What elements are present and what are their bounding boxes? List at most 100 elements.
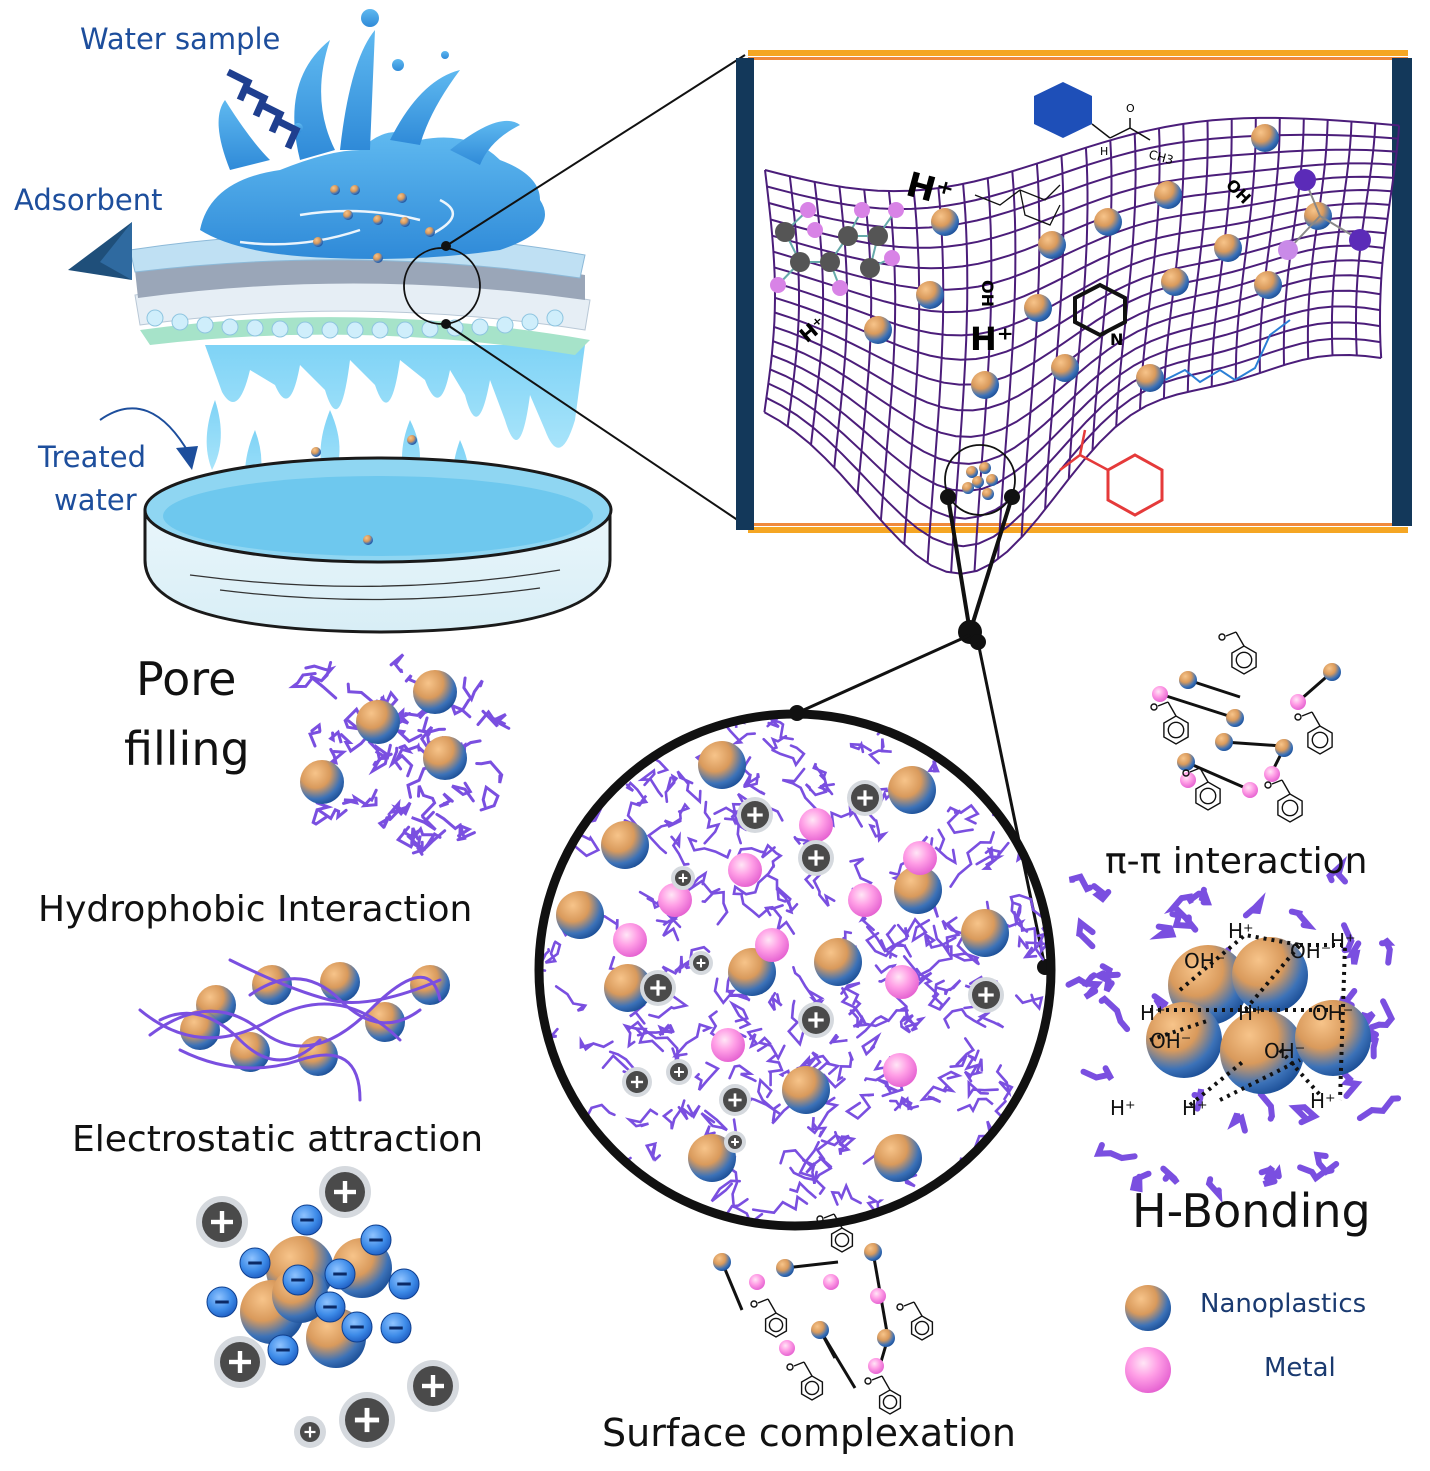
nanoplastic-particle xyxy=(874,1134,922,1182)
nanoplastic-particle xyxy=(320,962,360,1002)
nanoplastic-particle xyxy=(397,193,407,203)
nanoplastic-particle xyxy=(1038,231,1066,259)
nanoplastic-particle xyxy=(413,670,457,714)
label-surface-complexation: Surface complexation xyxy=(602,1411,1016,1455)
legend-metal-icon xyxy=(1125,1347,1171,1393)
nanoplastic-particle xyxy=(1024,294,1052,322)
metal-particle xyxy=(1152,686,1168,702)
positive-charge-icon xyxy=(319,1166,371,1218)
hydrophobic-cluster xyxy=(138,958,450,1102)
nanoplastic-particle xyxy=(986,474,998,486)
hydrophobic-fibers xyxy=(138,958,442,1102)
nanoplastic-particle xyxy=(782,1066,830,1114)
nanoplastic-particle xyxy=(972,476,984,488)
nanoplastic-particle xyxy=(1136,364,1164,392)
nanoplastic-particle xyxy=(343,210,353,220)
negative-charge-icon xyxy=(324,1258,356,1290)
positive-charge-icon xyxy=(196,1196,248,1248)
metal-particle xyxy=(823,1274,839,1290)
svg-text:H: H xyxy=(1100,145,1108,158)
metal-particle xyxy=(885,965,919,999)
metal-particle xyxy=(903,841,937,875)
benzene-ring-icon xyxy=(1182,767,1221,811)
metal-particle xyxy=(658,883,692,917)
label-adsorbent: Adsorbent xyxy=(14,183,163,217)
benzene-ring-blue xyxy=(1034,82,1092,138)
zoom-lens-mesh xyxy=(944,444,1016,516)
svg-text:OH: OH xyxy=(1222,175,1255,208)
label-water-sample: Water sample xyxy=(80,22,281,56)
nanoplastic-particle xyxy=(373,253,383,263)
label-pore-filling-2: filling xyxy=(124,722,250,776)
nanoplastic-particle xyxy=(425,227,435,237)
nanoplastic-on-mesh xyxy=(770,124,1371,500)
hbond-ion-label: H⁺ xyxy=(1182,1096,1208,1120)
negative-charge-icon xyxy=(291,1204,323,1236)
negative-charge-icon xyxy=(267,1334,299,1366)
metal-particle xyxy=(613,923,647,957)
nanoplastic-dots-water xyxy=(311,185,435,457)
benzene-ring-icon xyxy=(1294,711,1333,755)
nanoplastic-particle xyxy=(962,482,974,494)
benzene-ring-red xyxy=(1106,453,1164,517)
hbond-ion-label: H⁺ xyxy=(1238,1001,1264,1025)
nanoplastic-particle xyxy=(916,281,944,309)
metal-particle xyxy=(848,883,882,917)
nanoplastic-particle xyxy=(776,1259,794,1277)
positive-charge-icon xyxy=(339,1392,395,1448)
nanoplastic-particle xyxy=(688,1134,736,1182)
metal-particle xyxy=(799,808,833,842)
hbond-ion-label: H⁺ xyxy=(1330,929,1356,953)
hbond-ion-label: H⁺ xyxy=(1228,919,1254,943)
pyridine-ring xyxy=(1073,282,1127,338)
h-bonding-cluster: H⁺H⁺H⁺H⁺H⁺H⁺H⁺OH⁻OH⁻OH⁻OH⁻OH⁻ xyxy=(1065,855,1402,1204)
negative-charge-icon xyxy=(380,1312,412,1344)
nanoplastic-particle xyxy=(966,466,978,478)
metal-particle xyxy=(1264,766,1280,782)
nanoplastic-particle xyxy=(864,316,892,344)
positive-charge-icon xyxy=(798,840,834,876)
benzene-ring-icon xyxy=(1218,631,1257,675)
nanoplastic-particle xyxy=(400,217,410,227)
filter-beads xyxy=(146,309,564,339)
chevron-arrow-icon xyxy=(226,68,301,150)
metal-particle xyxy=(755,928,789,962)
svg-text:H⁺: H⁺ xyxy=(795,311,831,347)
nanoplastic-particle xyxy=(373,215,383,225)
metal-particle xyxy=(711,1028,745,1062)
hbond-ion-label: OH⁻ xyxy=(1184,949,1225,973)
positive-charge-icon xyxy=(214,1336,266,1388)
nanoplastic-particle xyxy=(982,488,994,500)
frame-right-bar xyxy=(1392,58,1412,526)
nanoplastic-particle xyxy=(1275,739,1293,757)
benzene-ring-icon xyxy=(1150,701,1189,745)
filter-layer-grey xyxy=(135,256,585,300)
nanoplastic-particle xyxy=(1323,663,1341,681)
benzene-ring-icon xyxy=(1264,779,1303,823)
nanoplastic-particle xyxy=(556,891,604,939)
positive-charge-icon xyxy=(719,1084,751,1116)
nanoplastic-particle xyxy=(931,208,959,236)
nanoplastic-particle xyxy=(1161,268,1189,296)
label-electrostatic: Electrostatic attraction xyxy=(72,1119,484,1160)
label-pore-filling-1: Pore xyxy=(136,652,237,706)
nanoplastic-particle xyxy=(1226,709,1244,727)
negative-charge-icon xyxy=(341,1311,373,1343)
nanoplastic-particle xyxy=(356,700,400,744)
hbond-ion-label: H⁺ xyxy=(1140,1001,1166,1025)
metal-particle xyxy=(870,1288,886,1304)
nanoplastic-particle xyxy=(971,371,999,399)
metal-particle xyxy=(883,1053,917,1087)
negative-charge-icon xyxy=(282,1264,314,1296)
label-h-bonding: H-Bonding xyxy=(1132,1184,1371,1238)
nanoplastic-particle xyxy=(1251,124,1279,152)
hbond-ion-label: H⁺ xyxy=(1310,1089,1336,1113)
nanoplastic-particle xyxy=(1215,733,1233,751)
nanoplastic-particle xyxy=(713,1253,731,1271)
surface-complexation-cluster xyxy=(713,1213,934,1415)
nanoplastic-particle xyxy=(1154,181,1182,209)
positive-charge-icon xyxy=(622,1067,652,1097)
filtration-illustration xyxy=(68,9,746,634)
